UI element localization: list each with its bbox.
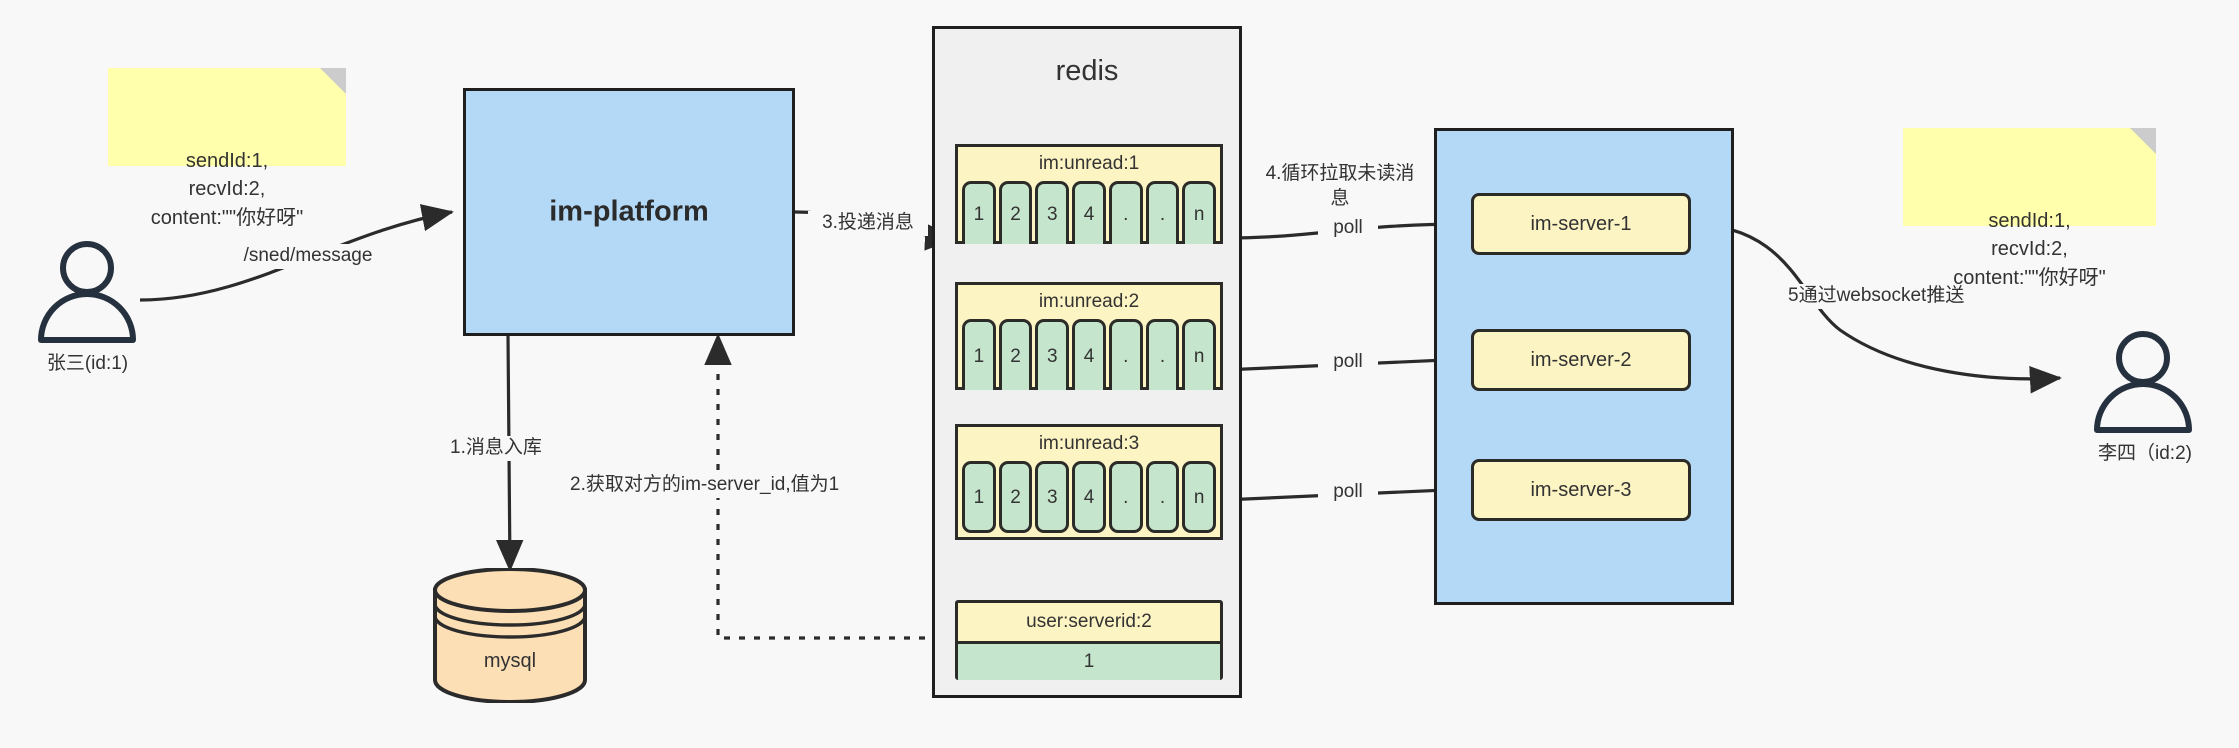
redis-serverid-value: 1	[958, 641, 1220, 680]
redis-cell[interactable]: 1	[962, 461, 996, 533]
sticky-note-right: sendId:1, recvId:2, content:""你好呀"	[1903, 128, 2156, 289]
actor-receiver	[2086, 330, 2201, 435]
edge-label-poll-2: poll	[1318, 350, 1378, 375]
redis-cell[interactable]: n	[1182, 319, 1217, 390]
im-server-node-2[interactable]: im-server-2	[1471, 329, 1691, 391]
im-platform-box[interactable]: im-platform	[463, 88, 795, 336]
database-cylinder-icon	[433, 567, 587, 704]
redis-cell[interactable]: .	[1145, 461, 1180, 533]
user-icon	[38, 241, 136, 343]
actor-sender	[30, 240, 145, 345]
redis-unread-key-2: im:unread:2	[1038, 291, 1140, 312]
user-icon	[2094, 331, 2192, 433]
redis-cell[interactable]: .	[1108, 181, 1143, 244]
redis-unread-key-1: im:unread:1	[1038, 153, 1140, 174]
edge-server1-to-receiver	[1687, 222, 2062, 394]
redis-cell[interactable]: .	[1108, 461, 1143, 533]
im-server-node-3[interactable]: im-server-3	[1471, 459, 1691, 521]
actor-receiver-label: 李四（id:2)	[2098, 443, 2192, 464]
redis-unread-group-3[interactable]: im:unread:3 1 2 3 4 . . n	[955, 424, 1223, 540]
redis-serverid-box[interactable]: user:serverid:2 1	[955, 600, 1223, 680]
redis-unread-cells-1: 1 2 3 4 . . n	[958, 181, 1220, 244]
redis-cell[interactable]: 2	[998, 181, 1033, 244]
redis-cell[interactable]: 4	[1072, 181, 1106, 244]
im-server-node-3-label: im-server-3	[1530, 478, 1632, 501]
edge-redis-to-platform-dotted	[704, 333, 955, 640]
redis-cell[interactable]: 3	[1035, 461, 1070, 533]
sticky-note-left: sendId:1, recvId:2, content:""你好呀"	[108, 68, 346, 229]
edge-label-step5: 5通过websocket推送	[1788, 284, 2028, 309]
redis-unread-cells-3: 1 2 3 4 . . n	[958, 461, 1220, 533]
redis-unread-group-1[interactable]: im:unread:1 1 2 3 4 . . n	[955, 144, 1223, 244]
im-server-node-2-label: im-server-2	[1530, 348, 1632, 371]
mysql-database[interactable]	[430, 567, 590, 704]
redis-cell[interactable]: .	[1145, 319, 1180, 390]
edge-label-step2: 2.获取对方的im-server_id,值为1	[570, 473, 870, 498]
im-server-node-1[interactable]: im-server-1	[1471, 193, 1691, 255]
redis-serverid-key: user:serverid:2	[1026, 611, 1152, 632]
redis-cell[interactable]: 3	[1035, 181, 1070, 244]
edge-label-step1: 1.消息入库	[450, 436, 600, 461]
redis-unread-key-3: im:unread:3	[1038, 433, 1140, 454]
redis-cell[interactable]: .	[1145, 181, 1180, 244]
edge-label-step4: 4.循环拉取未读消 息	[1255, 162, 1425, 212]
im-server-cluster: im-server-1 im-server-2 im-server-3	[1434, 128, 1734, 605]
actor-sender-label: 张三(id:1)	[46, 353, 129, 374]
redis-cell[interactable]: 2	[998, 461, 1033, 533]
redis-cell[interactable]: 3	[1035, 319, 1070, 390]
note-fold-icon	[2130, 128, 2156, 154]
im-platform-label: im-platform	[549, 195, 709, 228]
redis-cell[interactable]: 2	[998, 319, 1033, 390]
sticky-note-left-text: sendId:1, recvId:2, content:""你好呀"	[150, 149, 304, 229]
note-fold-icon	[320, 68, 346, 94]
edge-label-step3: 3.投递消息	[808, 211, 928, 236]
redis-cell[interactable]: 1	[962, 181, 996, 244]
mysql-label: mysql	[483, 650, 537, 672]
redis-cell[interactable]: n	[1182, 461, 1217, 533]
redis-cell[interactable]: n	[1182, 181, 1217, 244]
redis-title: redis	[1055, 55, 1119, 87]
edge-label-poll-3: poll	[1318, 480, 1378, 505]
redis-unread-group-2[interactable]: im:unread:2 1 2 3 4 . . n	[955, 282, 1223, 390]
edge-label-poll-1: poll	[1318, 216, 1378, 241]
redis-cell[interactable]: 4	[1072, 461, 1106, 533]
edge-label-send-message: /sned/message	[228, 244, 388, 269]
sticky-note-right-text: sendId:1, recvId:2, content:""你好呀"	[1953, 209, 2106, 289]
redis-cell[interactable]: 1	[962, 319, 996, 390]
im-server-node-1-label: im-server-1	[1530, 212, 1632, 235]
redis-cell[interactable]: 4	[1072, 319, 1106, 390]
redis-unread-cells-2: 1 2 3 4 . . n	[958, 319, 1220, 390]
redis-cell[interactable]: .	[1108, 319, 1143, 390]
